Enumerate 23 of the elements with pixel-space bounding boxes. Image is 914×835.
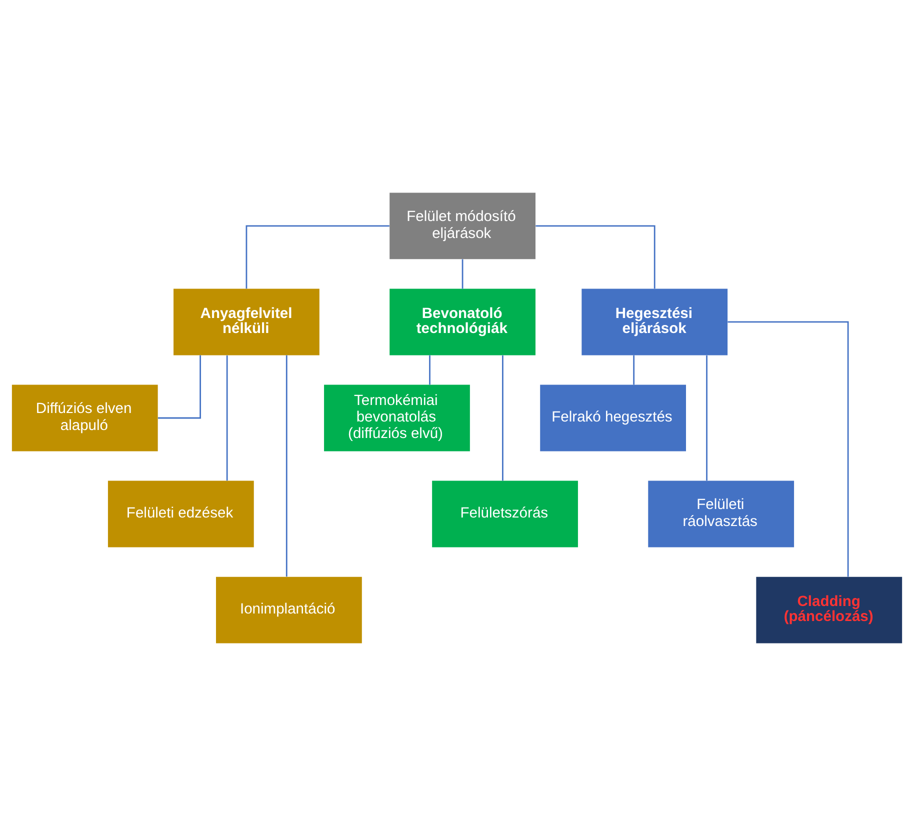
connector bbox=[536, 224, 656, 288]
connector bbox=[633, 354, 635, 384]
connector bbox=[158, 354, 201, 418]
connector bbox=[226, 354, 228, 480]
connector bbox=[502, 354, 504, 480]
node-box: Felületszórás bbox=[432, 480, 578, 547]
connector bbox=[706, 354, 708, 480]
node-box: Bevonatoló technológiák bbox=[390, 288, 536, 355]
node-box: Anyagfelvitel nélküli bbox=[174, 288, 320, 355]
node-box: Ionimplantáció bbox=[216, 576, 362, 643]
connector bbox=[462, 258, 464, 288]
node-box: Felületi ráolvasztás bbox=[648, 480, 794, 547]
node-box: Felület módosító eljárások bbox=[390, 192, 536, 259]
node-box: Termokémiai bevonatolás (diffúziós elvű) bbox=[324, 384, 470, 451]
node-box: Felrakó hegesztés bbox=[540, 384, 686, 451]
connector bbox=[286, 354, 288, 576]
node-box: Cladding (páncélozás) bbox=[756, 576, 902, 643]
node-box: Hegesztési eljárások bbox=[582, 288, 728, 355]
node-box: Diffúziós elven alapuló bbox=[12, 384, 158, 451]
connector bbox=[728, 320, 849, 576]
connector bbox=[429, 354, 430, 384]
node-box: Felületi edzések bbox=[108, 480, 254, 547]
connector bbox=[246, 224, 390, 288]
